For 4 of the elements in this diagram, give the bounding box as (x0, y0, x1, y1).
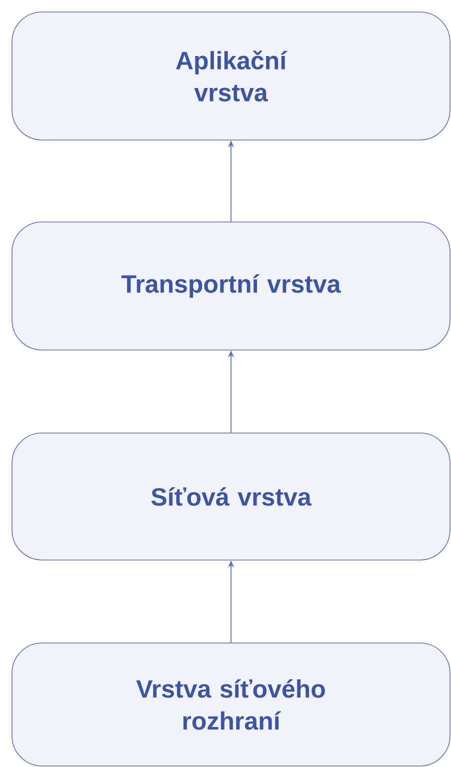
layer-box: Transportní vrstva (12, 222, 450, 350)
layer-box: Vrstva síťového rozhraní (12, 642, 450, 766)
layer-box: Síťová vrstva (12, 432, 450, 560)
layer-box: Aplikační vrstva (12, 12, 450, 140)
